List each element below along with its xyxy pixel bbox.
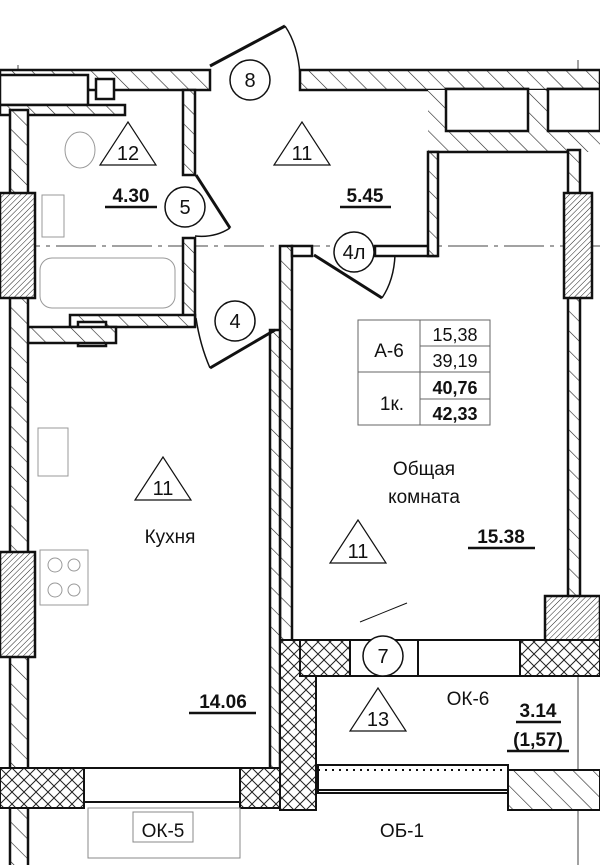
living-area-value: 15,38 [432, 325, 477, 345]
door-label-5: 5 [179, 197, 190, 219]
room-names: Кухня Общая комната [145, 459, 461, 548]
loggia-marker: 13 [367, 709, 389, 731]
kitchen-name: Кухня [145, 527, 196, 548]
loggia-area: 3.14 [520, 701, 557, 722]
door-marker-4l [333, 231, 375, 273]
living-name-line1: Общая [393, 459, 455, 480]
loggia-area-reduced: (1,57) [513, 730, 563, 751]
living-area: 15.38 [477, 527, 525, 548]
living-marker: 11 [348, 541, 369, 563]
apartment-rooms: 1к. [380, 394, 404, 415]
door-label-7: 7 [377, 646, 388, 668]
door-label-8: 8 [244, 70, 255, 92]
kitchen-marker: 11 [153, 478, 174, 500]
hall-marker: 11 [292, 143, 313, 165]
total-area-with-loggia-reduced: 40,76 [432, 378, 477, 398]
door-swings [194, 24, 408, 623]
window-label-ok5: ОК-5 [142, 821, 185, 842]
triangle-icon [272, 120, 332, 166]
living-name-line2: комната [388, 487, 460, 508]
door-marker-7 [362, 635, 404, 677]
bathroom-area: 4.30 [113, 186, 150, 207]
door-marker-labels: 8 5 4л 4 7 [179, 70, 388, 668]
hall-area: 5.45 [347, 186, 384, 207]
door-label-4l: 4л [343, 242, 366, 264]
bottom-walls [0, 639, 600, 859]
finish-markers [98, 120, 408, 732]
bathroom-marker: 12 [117, 143, 139, 165]
apartment-code: A-6 [374, 341, 404, 362]
window-label-ob1: ОБ-1 [380, 821, 424, 842]
room-areas: 4.30 5.45 14.06 15.38 3.14 (1,57) [105, 186, 569, 753]
triangle-icon [348, 686, 408, 732]
top-wall [0, 68, 600, 154]
apartment-info-table: A-6 1к. 15,38 39,19 40,76 42,33 [357, 319, 491, 426]
door-label-4: 4 [229, 311, 240, 333]
door-markers [164, 59, 404, 677]
kitchen-area: 14.06 [199, 692, 247, 713]
total-area-value: 39,19 [432, 351, 477, 371]
toilet-icon [64, 131, 96, 169]
door-marker-4 [214, 300, 256, 342]
kitchen-sink-icon [37, 427, 69, 477]
stove-icon [39, 549, 89, 606]
window-label-ok6: ОК-6 [447, 689, 490, 710]
triangle-icon [328, 518, 388, 564]
window-labels: ОК-5 ОК-6 ОБ-1 [132, 689, 490, 843]
fixtures [37, 131, 176, 606]
total-area-with-loggia: 42,33 [432, 404, 477, 424]
door-marker-5 [164, 186, 206, 228]
door-marker-8 [229, 59, 271, 101]
triangle-icon [98, 120, 158, 166]
triangle-icon [133, 455, 193, 501]
bathtub-icon [39, 257, 176, 309]
